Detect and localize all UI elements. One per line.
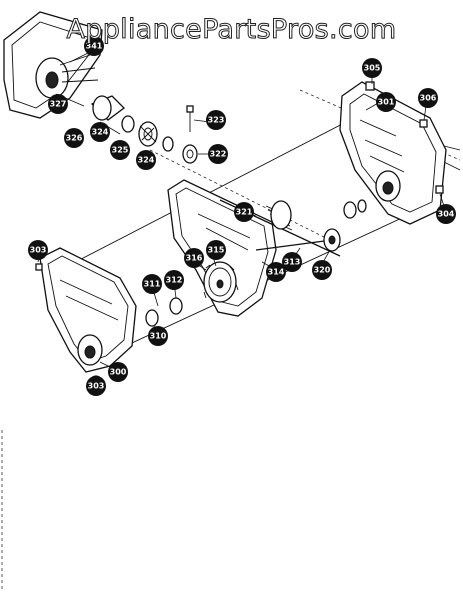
callout-label: 324	[138, 156, 155, 165]
callout-320[interactable]: 320	[312, 260, 332, 280]
callout-label: 323	[208, 116, 225, 125]
callout-303-bottom[interactable]: 303	[86, 376, 106, 396]
left-side-housing	[39, 247, 137, 373]
upper-shaft-parts	[90, 95, 198, 164]
callout-306[interactable]: 306	[418, 88, 438, 108]
spur-gear	[203, 261, 239, 303]
callout-label: 322	[210, 150, 227, 159]
callout-label: 326	[66, 134, 83, 143]
callout-label: 314	[268, 268, 285, 277]
callout-label: 316	[186, 254, 203, 263]
upper-left-gearbox-fragment	[3, 11, 103, 119]
callout-label: 325	[112, 146, 129, 155]
callout-label: 320	[314, 266, 331, 275]
watermark-text: AppliancePartsPros.com	[66, 14, 397, 46]
callout-304[interactable]: 304	[436, 204, 456, 224]
callout-303-left[interactable]: 303	[28, 240, 48, 260]
callout-310[interactable]: 310	[148, 326, 168, 346]
callout-311[interactable]: 311	[142, 274, 162, 294]
callout-323[interactable]: 323	[206, 110, 226, 130]
callout-label: 301	[378, 98, 395, 107]
callout-305[interactable]: 305	[362, 58, 382, 78]
callout-324-left[interactable]: 324	[90, 122, 110, 142]
callout-label: 341	[86, 42, 103, 51]
worm-shaft	[219, 199, 367, 257]
callout-label: 321	[236, 208, 253, 217]
callout-label: 303	[30, 246, 47, 255]
callout-label: 327	[50, 100, 67, 109]
callout-label: 310	[150, 332, 167, 341]
callout-label: 312	[166, 276, 183, 285]
callout-341[interactable]: 341	[84, 36, 104, 56]
callout-300[interactable]: 300	[108, 362, 128, 382]
callout-312[interactable]: 312	[164, 270, 184, 290]
callout-316[interactable]: 316	[184, 248, 204, 268]
callout-315[interactable]: 315	[206, 240, 226, 260]
callout-327[interactable]: 327	[48, 94, 68, 114]
callout-label: 306	[420, 94, 437, 103]
callout-326[interactable]: 326	[64, 128, 84, 148]
callout-label: 315	[208, 246, 225, 255]
right-side-housing	[339, 81, 447, 225]
callout-325[interactable]: 325	[110, 140, 130, 160]
callout-label: 303	[88, 382, 105, 391]
callout-label: 313	[284, 258, 301, 267]
callout-label: 304	[438, 210, 455, 219]
callout-label: 324	[92, 128, 109, 137]
callout-314[interactable]: 314	[266, 262, 286, 282]
callout-322[interactable]: 322	[208, 144, 228, 164]
callout-label: 305	[364, 64, 381, 73]
callout-label: 300	[110, 368, 127, 377]
callout-324-right[interactable]: 324	[136, 150, 156, 170]
callout-301[interactable]: 301	[376, 92, 396, 112]
callout-label: 311	[144, 280, 161, 289]
callout-321[interactable]: 321	[234, 202, 254, 222]
callout-313[interactable]: 313	[282, 252, 302, 272]
